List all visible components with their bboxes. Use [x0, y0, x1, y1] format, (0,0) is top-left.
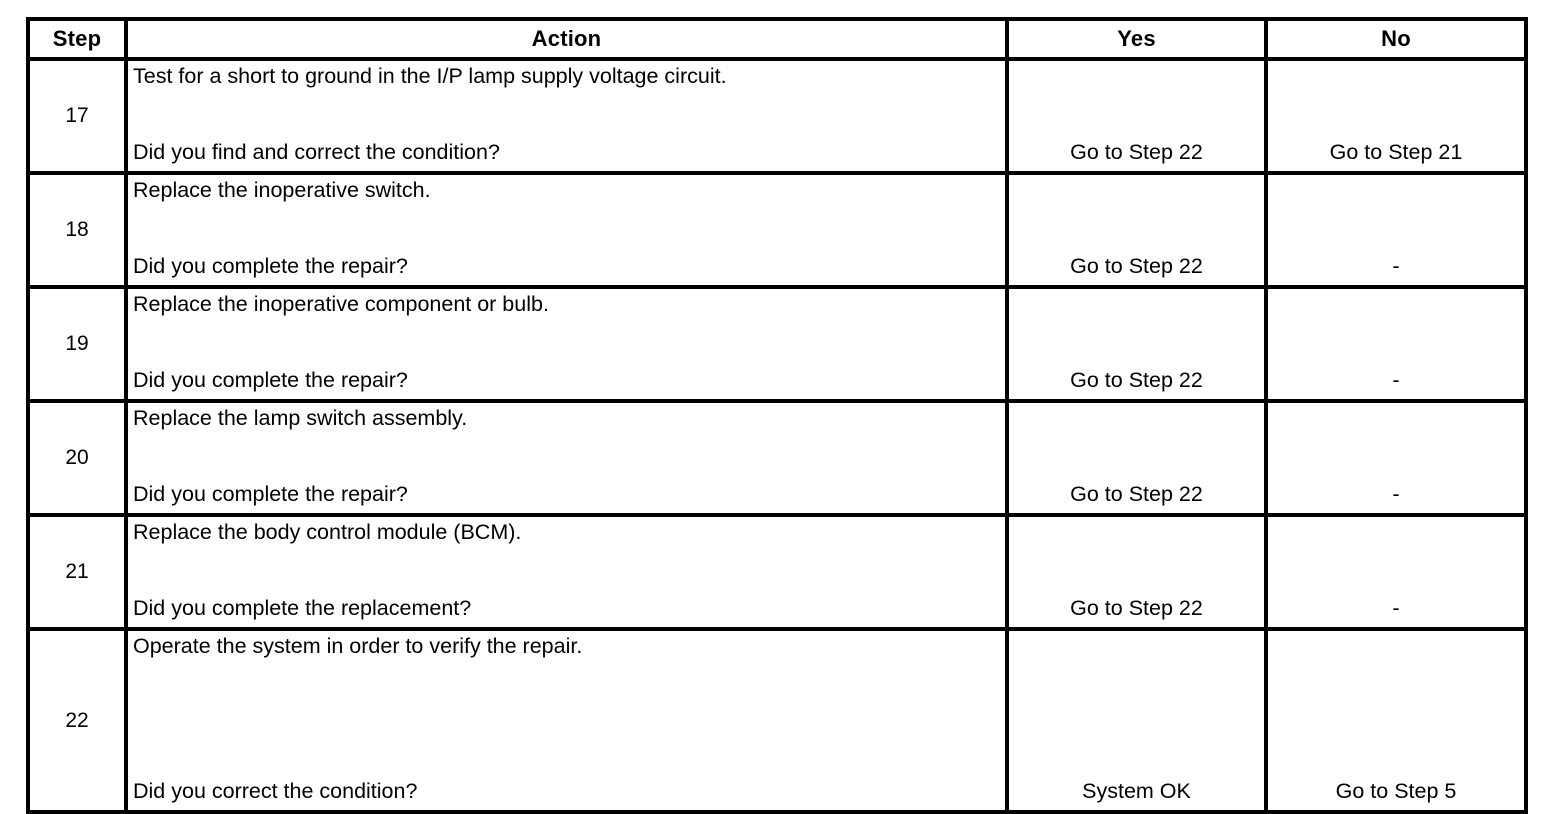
action-cell: Replace the body control module (BCM). D… — [124, 513, 1009, 631]
step-number: 17 — [26, 57, 128, 175]
action-cell: Test for a short to ground in the I/P la… — [124, 57, 1009, 175]
step-number: 21 — [26, 513, 128, 631]
no-answer: - — [1264, 285, 1528, 403]
step-number: 20 — [26, 399, 128, 517]
action-cell: Replace the lamp switch assembly. Did yo… — [124, 399, 1009, 517]
action-statement: Replace the inoperative component or bul… — [133, 292, 549, 316]
action-question: Did you complete the repair? — [133, 368, 408, 392]
step-number: 18 — [26, 171, 128, 289]
yes-answer: Go to Step 22 — [1005, 513, 1268, 631]
action-question: Did you complete the repair? — [133, 482, 408, 506]
table-row: 21 Replace the body control module (BCM)… — [26, 513, 1528, 631]
yes-answer: Go to Step 22 — [1005, 57, 1268, 175]
action-question: Did you complete the repair? — [133, 254, 408, 278]
no-answer: Go to Step 21 — [1264, 57, 1528, 175]
column-header-yes: Yes — [1005, 17, 1268, 61]
action-statement: Replace the body control module (BCM). — [133, 520, 522, 544]
no-answer: - — [1264, 399, 1528, 517]
action-cell: Operate the system in order to verify th… — [124, 627, 1009, 814]
diagnostic-step-table: Step Action Yes No 17 Test for a short t… — [26, 17, 1528, 814]
column-header-no: No — [1264, 17, 1528, 61]
step-number: 22 — [26, 627, 128, 814]
action-question: Did you correct the condition? — [133, 779, 418, 803]
table-row: 18 Replace the inoperative switch. Did y… — [26, 171, 1528, 289]
action-statement: Replace the inoperative switch. — [133, 178, 431, 202]
table-row: 17 Test for a short to ground in the I/P… — [26, 57, 1528, 175]
action-statement: Operate the system in order to verify th… — [133, 634, 583, 658]
table-row: 20 Replace the lamp switch assembly. Did… — [26, 399, 1528, 517]
table-body: 17 Test for a short to ground in the I/P… — [26, 57, 1528, 814]
action-cell: Replace the inoperative switch. Did you … — [124, 171, 1009, 289]
table-header: Step Action Yes No — [26, 17, 1528, 61]
no-answer: - — [1264, 513, 1528, 631]
no-answer: - — [1264, 171, 1528, 289]
yes-answer: Go to Step 22 — [1005, 399, 1268, 517]
yes-answer: Go to Step 22 — [1005, 171, 1268, 289]
action-question: Did you complete the replacement? — [133, 596, 472, 620]
table-row: 22 Operate the system in order to verify… — [26, 627, 1528, 814]
action-statement: Replace the lamp switch assembly. — [133, 406, 468, 430]
no-answer: Go to Step 5 — [1264, 627, 1528, 814]
table-row: 19 Replace the inoperative component or … — [26, 285, 1528, 403]
yes-answer: Go to Step 22 — [1005, 285, 1268, 403]
action-question: Did you find and correct the condition? — [133, 140, 500, 164]
column-header-step: Step — [26, 17, 128, 61]
table-header-row: Step Action Yes No — [26, 17, 1528, 61]
action-statement: Test for a short to ground in the I/P la… — [133, 64, 727, 88]
yes-answer: System OK — [1005, 627, 1268, 814]
action-cell: Replace the inoperative component or bul… — [124, 285, 1009, 403]
step-number: 19 — [26, 285, 128, 403]
column-header-action: Action — [124, 17, 1009, 61]
